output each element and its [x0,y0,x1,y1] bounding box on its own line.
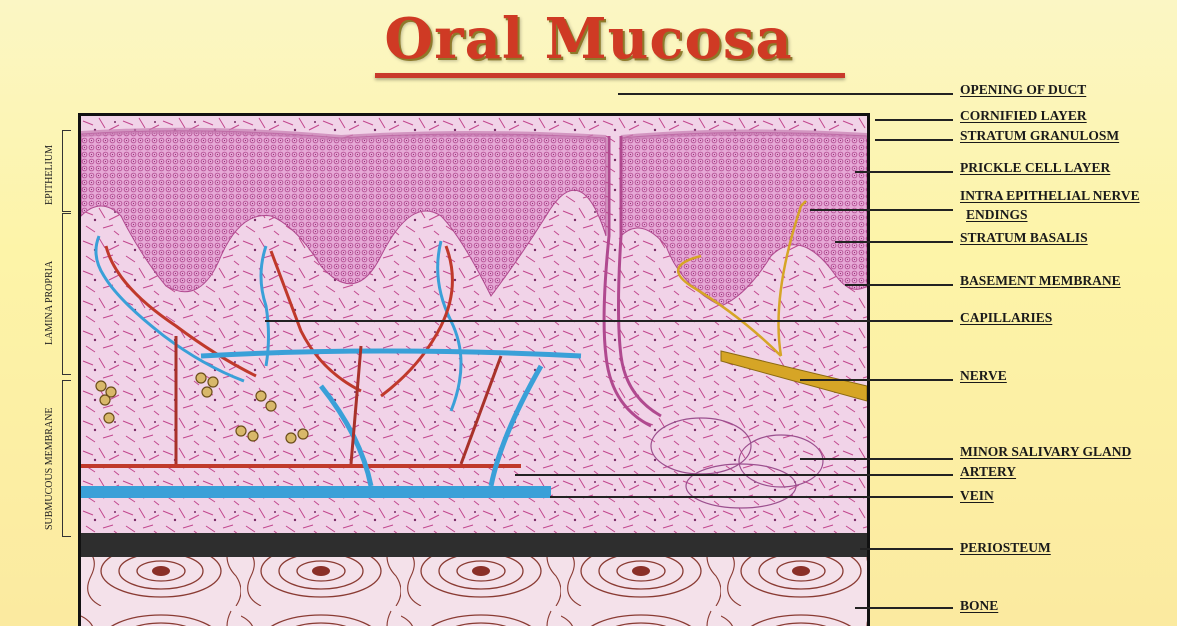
epithelium-bracket [62,130,71,212]
label-nerve: NERVE [960,368,1007,384]
label-artery: ARTERY [960,464,1016,480]
leader-artery [515,474,953,476]
label-basement-membrane: BASEMENT MEMBRANE [960,273,1121,289]
periosteum-band [81,533,867,557]
leader-prickle-cell-layer [855,171,953,173]
leader-nerve [800,379,953,381]
lamina-propria-bracket [62,213,71,375]
leader-periosteum [860,548,953,550]
label-bone: BONE [960,598,998,614]
label-capillaries: CAPILLARIES [960,310,1052,326]
artery-vessel [81,464,521,468]
label-intra-epithelial-line2: ENDINGS [966,207,1028,223]
label-cornified-layer: CORNIFIED LAYER [960,108,1087,124]
tissue-diagram [78,113,870,626]
title-underline [375,73,845,78]
leader-stratum-basalis [835,241,953,243]
leader-basement-membrane [845,284,953,286]
leader-intra-epithelial [810,209,953,211]
vein-vessel [81,486,551,498]
epithelium-side-label: EPITHELIUM [44,145,55,205]
submucous-side-label: SUBMUCOUS MEMBRANE [44,407,55,530]
leader-capillaries [265,320,953,322]
leader-minor-salivary-gland [800,458,953,460]
leader-bone [855,607,953,609]
tissue-svg [81,116,867,626]
label-prickle-cell-layer: PRICKLE CELL LAYER [960,160,1110,176]
page-title: Oral Mucosa [0,6,1177,72]
leader-stratum-granulosm [875,139,953,141]
leader-opening-of-duct [618,93,953,95]
submucous-bracket [62,380,71,537]
label-intra-epithelial-line1: INTRA EPITHELIAL NERVE [960,188,1140,204]
leader-cornified-layer [875,119,953,121]
leader-vein [550,496,953,498]
label-vein: VEIN [960,488,994,504]
label-stratum-basalis: STRATUM BASALIS [960,230,1088,246]
lamina-propria-side-label: LAMINA PROPRIA [44,261,55,345]
bone-tissue [81,557,867,626]
label-stratum-granulosm: STRATUM GRANULOSM [960,128,1119,144]
label-minor-salivary-gland: MINOR SALIVARY GLAND [960,444,1131,460]
label-periosteum: PERIOSTEUM [960,540,1051,556]
label-opening-of-duct: OPENING OF DUCT [960,82,1086,98]
